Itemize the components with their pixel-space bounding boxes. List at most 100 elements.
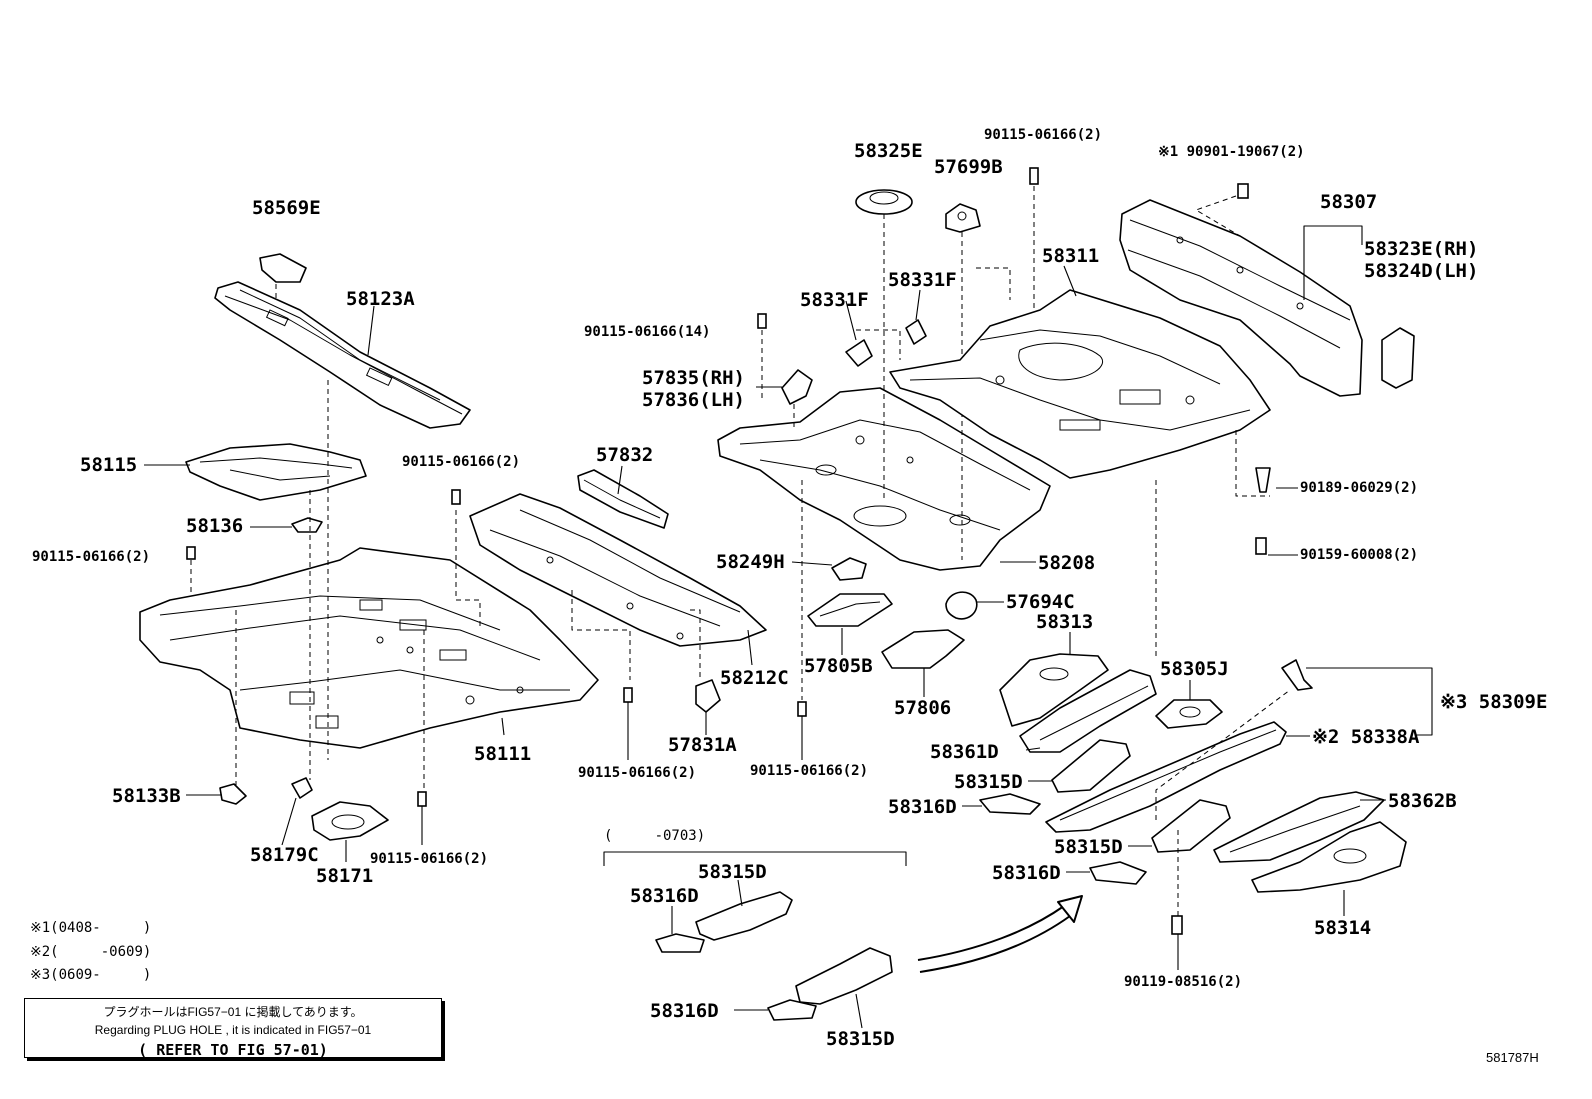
clip-90189: [1255, 467, 1271, 493]
footnote-1: ※1(0408- ): [30, 920, 152, 936]
label-58331F-left: 58331F: [800, 289, 869, 311]
label-58325E: 58325E: [854, 140, 923, 162]
part-58361D-shape: [1019, 669, 1157, 753]
label-58316D-a: 58316D: [888, 796, 957, 818]
label-58208: 58208: [1038, 552, 1096, 574]
bolt-90159: [1255, 537, 1267, 555]
bolt-90115-mid: [451, 489, 461, 505]
part-58171-shape: [311, 801, 389, 841]
part-58212C-shape: [469, 493, 767, 647]
part-58315D-4-shape: [795, 947, 893, 1005]
label-90189-06029: 90189-06029(2): [1300, 480, 1419, 496]
label-57805B: 57805B: [804, 655, 873, 677]
label-58324D-lh: 58324D(LH): [1364, 260, 1479, 282]
part-57831A-shape: [695, 679, 721, 713]
label-58136: 58136: [186, 515, 244, 537]
part-58362B-shape: [1213, 791, 1385, 863]
label-57835-rh: 57835(RH): [642, 367, 745, 389]
label-57831A: 57831A: [668, 734, 737, 756]
label-90115-06166-d: 90115-06166(2): [578, 765, 697, 781]
part-58315D-2-shape: [1151, 799, 1231, 853]
part-58136-shape: [291, 517, 323, 533]
bolt-90115-bottom-left: [417, 791, 427, 845]
label-57806: 57806: [894, 697, 952, 719]
label-58212C: 58212C: [720, 667, 789, 689]
label-57694C: 57694C: [1006, 591, 1075, 613]
figure-id: 581787H: [1486, 1050, 1539, 1065]
label-57699B: 57699B: [934, 156, 1003, 178]
part-58323E-shape: [1381, 327, 1415, 389]
part-58305J-shape: [1155, 699, 1223, 729]
label-58315D-c: 58315D: [698, 861, 767, 883]
label-58316D-d: 58316D: [650, 1000, 719, 1022]
label-58316D-b: 58316D: [992, 862, 1061, 884]
label-58309E: ※3 58309E: [1440, 691, 1548, 713]
part-57694C-shape: [945, 591, 978, 620]
label-90115-06166-14: 90115-06166(14): [584, 324, 711, 340]
plug-hole-note-box: プラグホールはFIG57−01 に掲載してあります。 Regarding PLU…: [24, 998, 442, 1059]
part-58313-shape: [999, 653, 1109, 727]
bracket-date-note: ( -0703): [604, 828, 706, 844]
label-58331F-right: 58331F: [888, 269, 957, 291]
label-58171: 58171: [316, 865, 374, 887]
part-58133B-shape: [219, 783, 247, 805]
label-90115-06166-a: 90115-06166(2): [32, 549, 151, 565]
bolt-90115-14: [757, 313, 767, 400]
label-58315D-b: 58315D: [1054, 836, 1123, 858]
part-58309E-shape: [1281, 659, 1313, 691]
label-58305J: 58305J: [1160, 658, 1229, 680]
label-58316D-c: 58316D: [630, 885, 699, 907]
label-57832: 57832: [596, 444, 654, 466]
label-90115-06166-b: 90115-06166(2): [402, 454, 521, 470]
part-58123A-shape: [214, 281, 471, 429]
label-90901-19067: ※1 90901-19067(2): [1158, 144, 1305, 160]
label-58315D-d: 58315D: [826, 1028, 895, 1050]
part-57832-shape: [577, 469, 669, 529]
part-58338A-shape: [1045, 721, 1287, 833]
part-58331F-right-shape: [905, 319, 927, 345]
part-58316D-2-shape: [1089, 861, 1147, 885]
part-58325E-shape: [855, 189, 913, 500]
part-58315D-1-shape: [1051, 739, 1131, 793]
bolt-90115-57805B: [797, 701, 807, 760]
part-58307-shape: [1119, 199, 1363, 397]
part-57806-shape: [881, 629, 965, 669]
label-58311: 58311: [1042, 245, 1100, 267]
part-58314-shape: [1251, 821, 1407, 893]
label-58313: 58313: [1036, 611, 1094, 633]
label-58123A: 58123A: [346, 288, 415, 310]
label-58314: 58314: [1314, 917, 1372, 939]
label-57836-lh: 57836(LH): [642, 389, 745, 411]
part-58179C-shape: [291, 777, 313, 799]
part-58115-shape: [185, 443, 367, 501]
footnote-3: ※3(0609- ): [30, 967, 152, 983]
label-58362B: 58362B: [1388, 790, 1457, 812]
label-58569E: 58569E: [252, 197, 321, 219]
label-90115-06166-f: 90115-06166(2): [984, 127, 1103, 143]
part-58315D-3-shape: [695, 891, 793, 941]
bolt-90115-center: [623, 687, 633, 760]
part-58316D-1-shape: [979, 793, 1041, 815]
part-57805B-shape: [807, 593, 893, 627]
bolt-90115-left: [186, 546, 196, 600]
label-58361D: 58361D: [930, 741, 999, 763]
label-58315D-a: 58315D: [954, 771, 1023, 793]
part-58316D-3-shape: [655, 933, 705, 953]
footnote-2: ※2( -0609): [30, 944, 152, 960]
curved-arrow: [917, 895, 1083, 973]
label-58179C: 58179C: [250, 844, 319, 866]
plug-note-english: Regarding PLUG HOLE , it is indicated in…: [94, 1023, 372, 1037]
part-57835-shape: [781, 369, 813, 405]
part-58311-shape: [889, 289, 1271, 479]
label-90159-60008: 90159-60008(2): [1300, 547, 1419, 563]
label-58115: 58115: [80, 454, 138, 476]
bolt-90119: [1171, 830, 1183, 970]
part-58316D-4-shape: [767, 999, 817, 1021]
label-90119-08516: 90119-08516(2): [1124, 974, 1243, 990]
label-58133B: 58133B: [112, 785, 181, 807]
bolt-90901: [1195, 183, 1249, 237]
label-58111: 58111: [474, 743, 532, 765]
label-58307: 58307: [1320, 191, 1378, 213]
